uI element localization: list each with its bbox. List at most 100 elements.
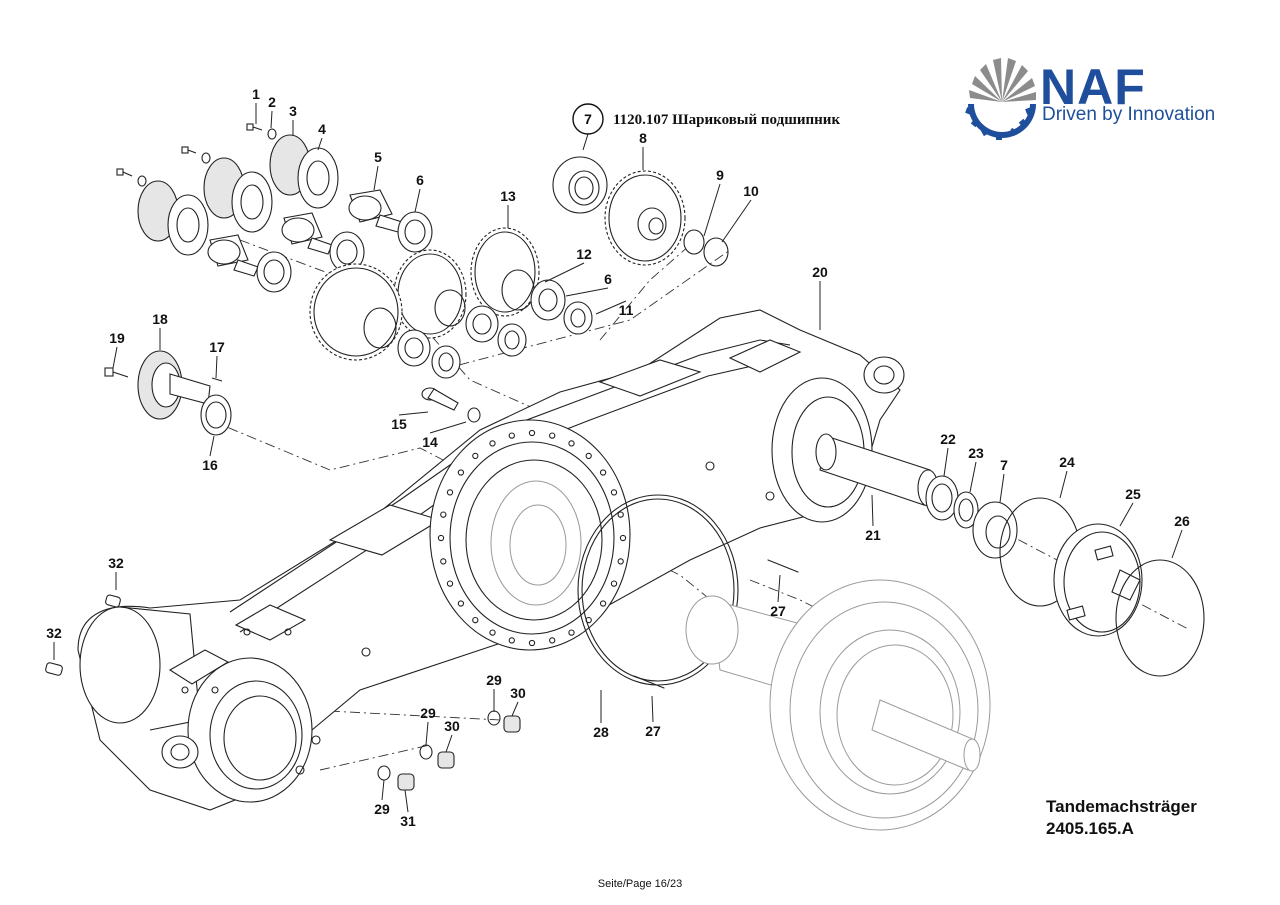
o-ring-28 [577,494,739,686]
callout-leader [398,411,429,416]
callout-number: 4 [318,121,326,137]
tandem-axle-housing [77,309,905,811]
callout-number: 29 [420,705,436,721]
pin-27-bottom [633,675,665,689]
callout-number: 32 [108,555,124,571]
callout-leader [317,137,323,151]
seal-16 [200,394,232,436]
callout-leader [209,435,215,457]
seal-6-right [530,279,566,321]
pin-32a [105,594,121,608]
pin-17 [211,377,223,382]
bolt-row-2 [181,146,211,164]
callout-number: 30 [510,685,526,701]
callout-number: 13 [500,188,516,204]
pin-27-top [767,559,799,573]
callout-leader [215,355,218,379]
callout-number: 2 [268,94,276,110]
gear-large [309,263,403,361]
callout-number: 20 [812,264,828,280]
bearing-7-right [972,501,1018,559]
callout-leader [1171,529,1183,559]
callout-number: 18 [152,311,168,327]
flange-18 [137,350,211,420]
callout-leader [270,110,273,129]
seal-6 [397,211,433,253]
gear-13 [470,227,540,317]
callout-number: 24 [1059,454,1075,470]
drive-shaft-21 [815,433,939,507]
note-ref-number: 7 [584,111,592,127]
washer-14 [467,407,481,423]
pin-32b [45,662,63,676]
title-block: Tandemachsträger 2405.165.A [1046,797,1197,838]
callout-number: 3 [289,103,297,119]
callout-leader [1059,470,1068,499]
callout-number: 6 [416,172,424,188]
shaft-5 [348,189,403,233]
seal-lower-a [465,305,499,343]
callout-leader [373,165,379,191]
callout-number: 9 [716,167,724,183]
shaft-5b [281,212,333,255]
callout-number: 27 [770,603,786,619]
callout-leader [404,789,409,813]
callout-leader [703,183,721,237]
callout-number: 10 [743,183,759,199]
circlip-26 [1115,559,1205,677]
callout-leader [511,701,519,717]
callout-leader [595,300,627,315]
cover-25 [1053,523,1143,637]
callout-number: 1 [252,86,260,102]
wheel-hub-assembly [685,579,991,831]
gasket-4b [231,171,273,233]
bolt-1 [246,123,263,131]
plug-set-1 [487,710,521,733]
gear-8 [604,170,686,266]
gear-mid [393,249,467,339]
bushing-lower-a [497,323,527,357]
callout-number: 5 [374,149,382,165]
callout-number: 11 [619,302,634,318]
callout-leader [871,494,874,527]
seal-22 [925,475,959,521]
circlip-10 [703,237,729,267]
note-text: 1120.107 Шариковый подшипник [613,112,840,128]
callout-number: 22 [940,431,956,447]
callout-number: 32 [46,625,62,641]
logo-wordmark: NAF [1040,59,1146,115]
callout-leader [969,461,977,493]
callout-leader [429,421,467,434]
bearing-7-top [552,156,608,214]
gasket-4 [297,147,339,209]
page-footer: Seite/Page 16/23 [598,878,682,890]
callout-number: 12 [576,246,592,262]
callout-number: 19 [109,330,125,346]
seal-lower-b [397,329,431,367]
callout-leader [381,779,385,801]
callout-number: 25 [1125,486,1141,502]
left-hub-parts [104,350,481,436]
bolt-15 [421,387,459,411]
gasket-4c [167,194,209,256]
callout-leader [651,695,654,723]
callout-number: 15 [391,416,407,432]
logo-gear-mark [965,58,1036,140]
callout-number: 6 [604,271,612,287]
callout-leader [445,734,453,753]
callout-number: 29 [486,672,502,688]
callout-number: 7 [1000,457,1008,473]
callout-number: 31 [400,813,416,829]
callout-number: 16 [202,457,218,473]
callout-number: 26 [1174,513,1190,529]
callout-leader [565,287,609,297]
bushing-lower-b [431,345,461,379]
callout-leader [544,262,585,283]
callout-number: 28 [593,724,609,740]
shaft-5c [207,234,259,277]
callout-leader [777,574,781,603]
callout-leader [414,188,421,213]
bearing-note: 7 1120.107 Шариковый подшипник [572,103,840,151]
